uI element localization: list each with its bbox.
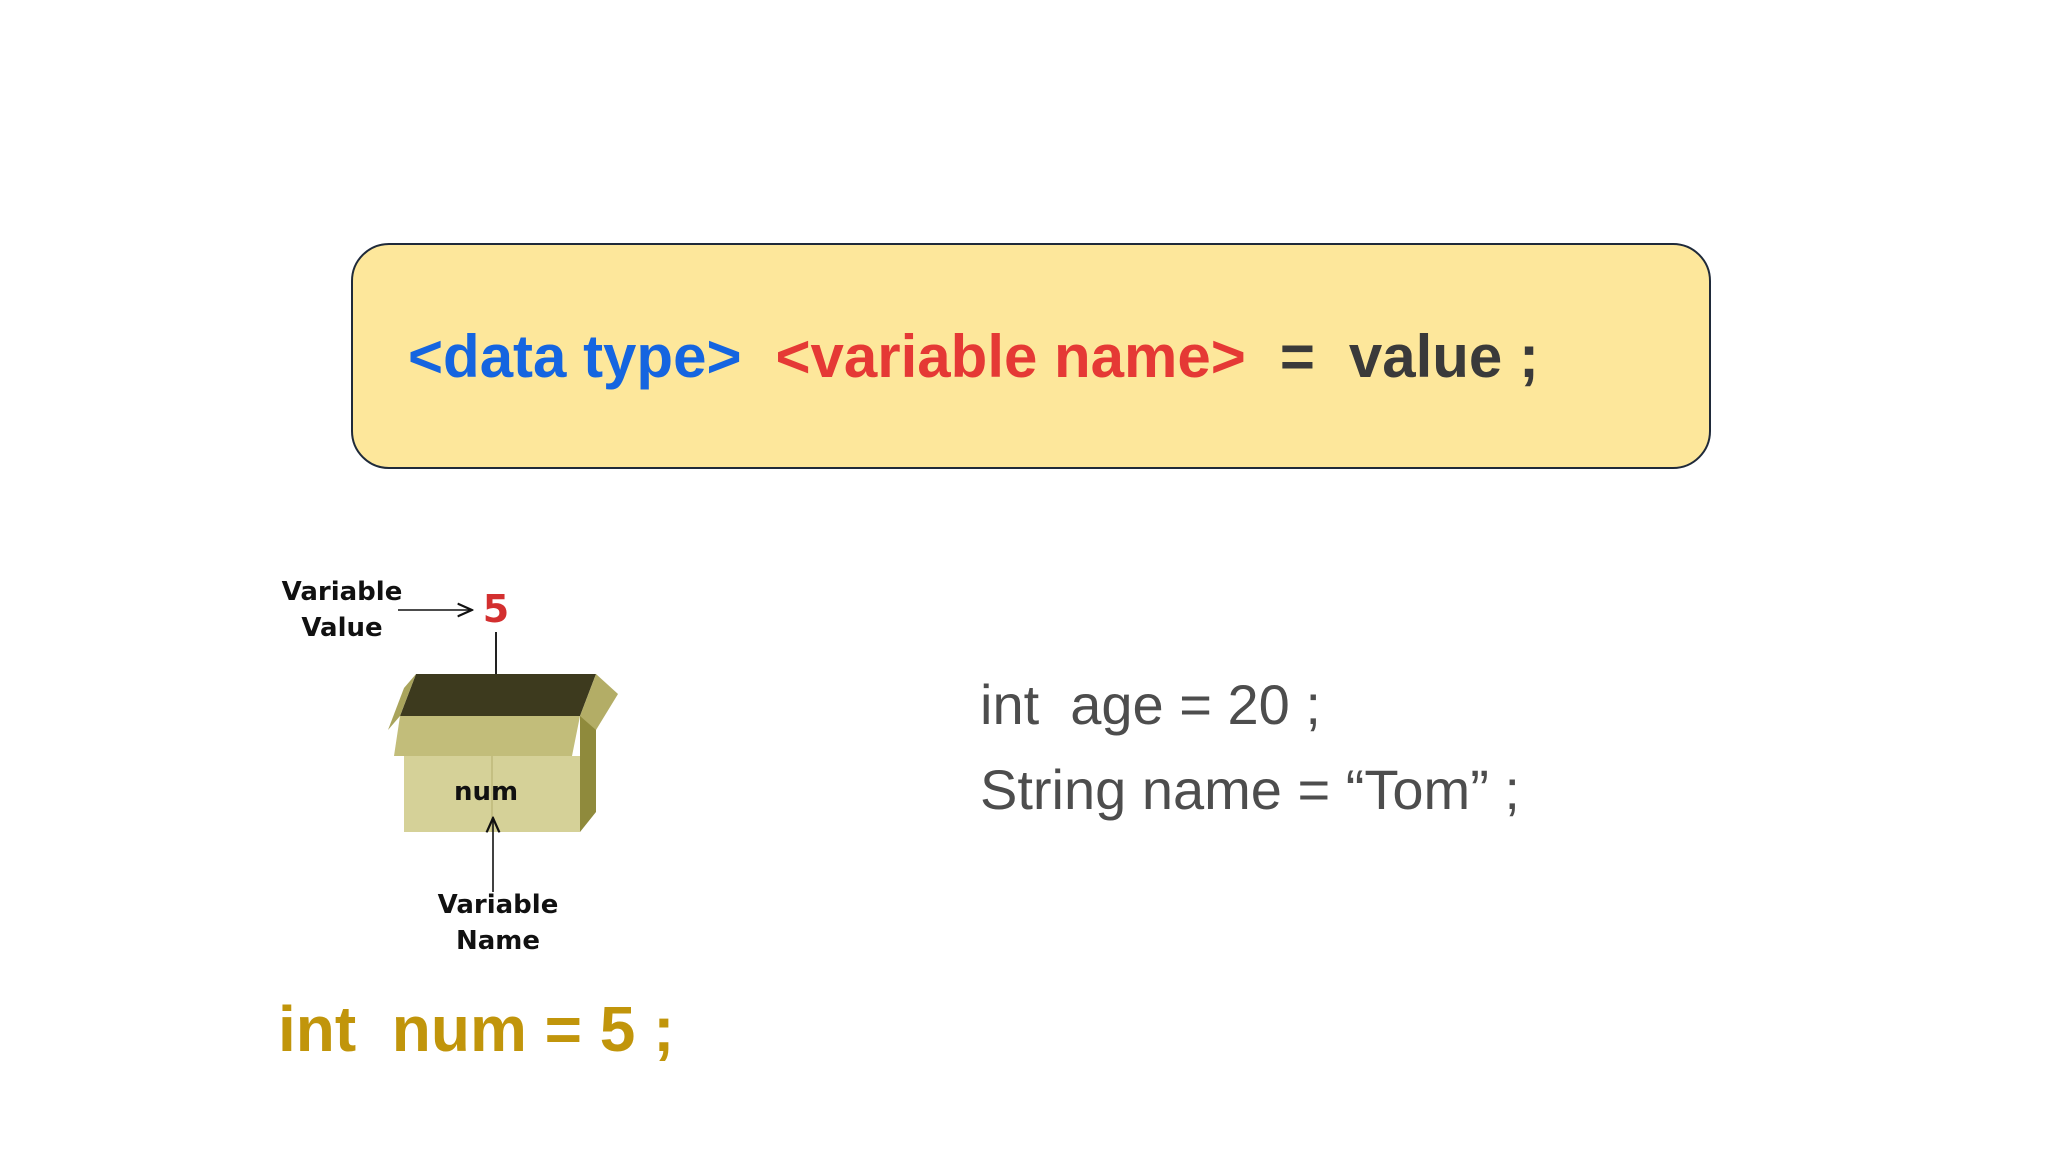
name-label-line2: Name	[456, 926, 540, 956]
syntax-value: value ;	[1348, 322, 1539, 390]
syntax-variable-name: <variable name>	[775, 322, 1246, 390]
syntax-box: <data type> <variable name> = value ;	[351, 243, 1711, 469]
syntax-equals: =	[1279, 322, 1315, 390]
box-variable-name: num	[454, 777, 518, 807]
example-name: String name = “Tom” ;	[980, 758, 1520, 821]
syntax-data-type: <data type>	[408, 322, 742, 390]
box-icon	[388, 674, 618, 832]
variable-value: 5	[483, 587, 509, 631]
bottom-code-example: int num = 5 ;	[278, 993, 675, 1065]
example-age: int age = 20 ;	[980, 673, 1321, 736]
value-label-line2: Value	[301, 613, 382, 643]
name-label-line1: Variable	[438, 890, 559, 920]
value-label-line1: Variable	[282, 577, 403, 607]
